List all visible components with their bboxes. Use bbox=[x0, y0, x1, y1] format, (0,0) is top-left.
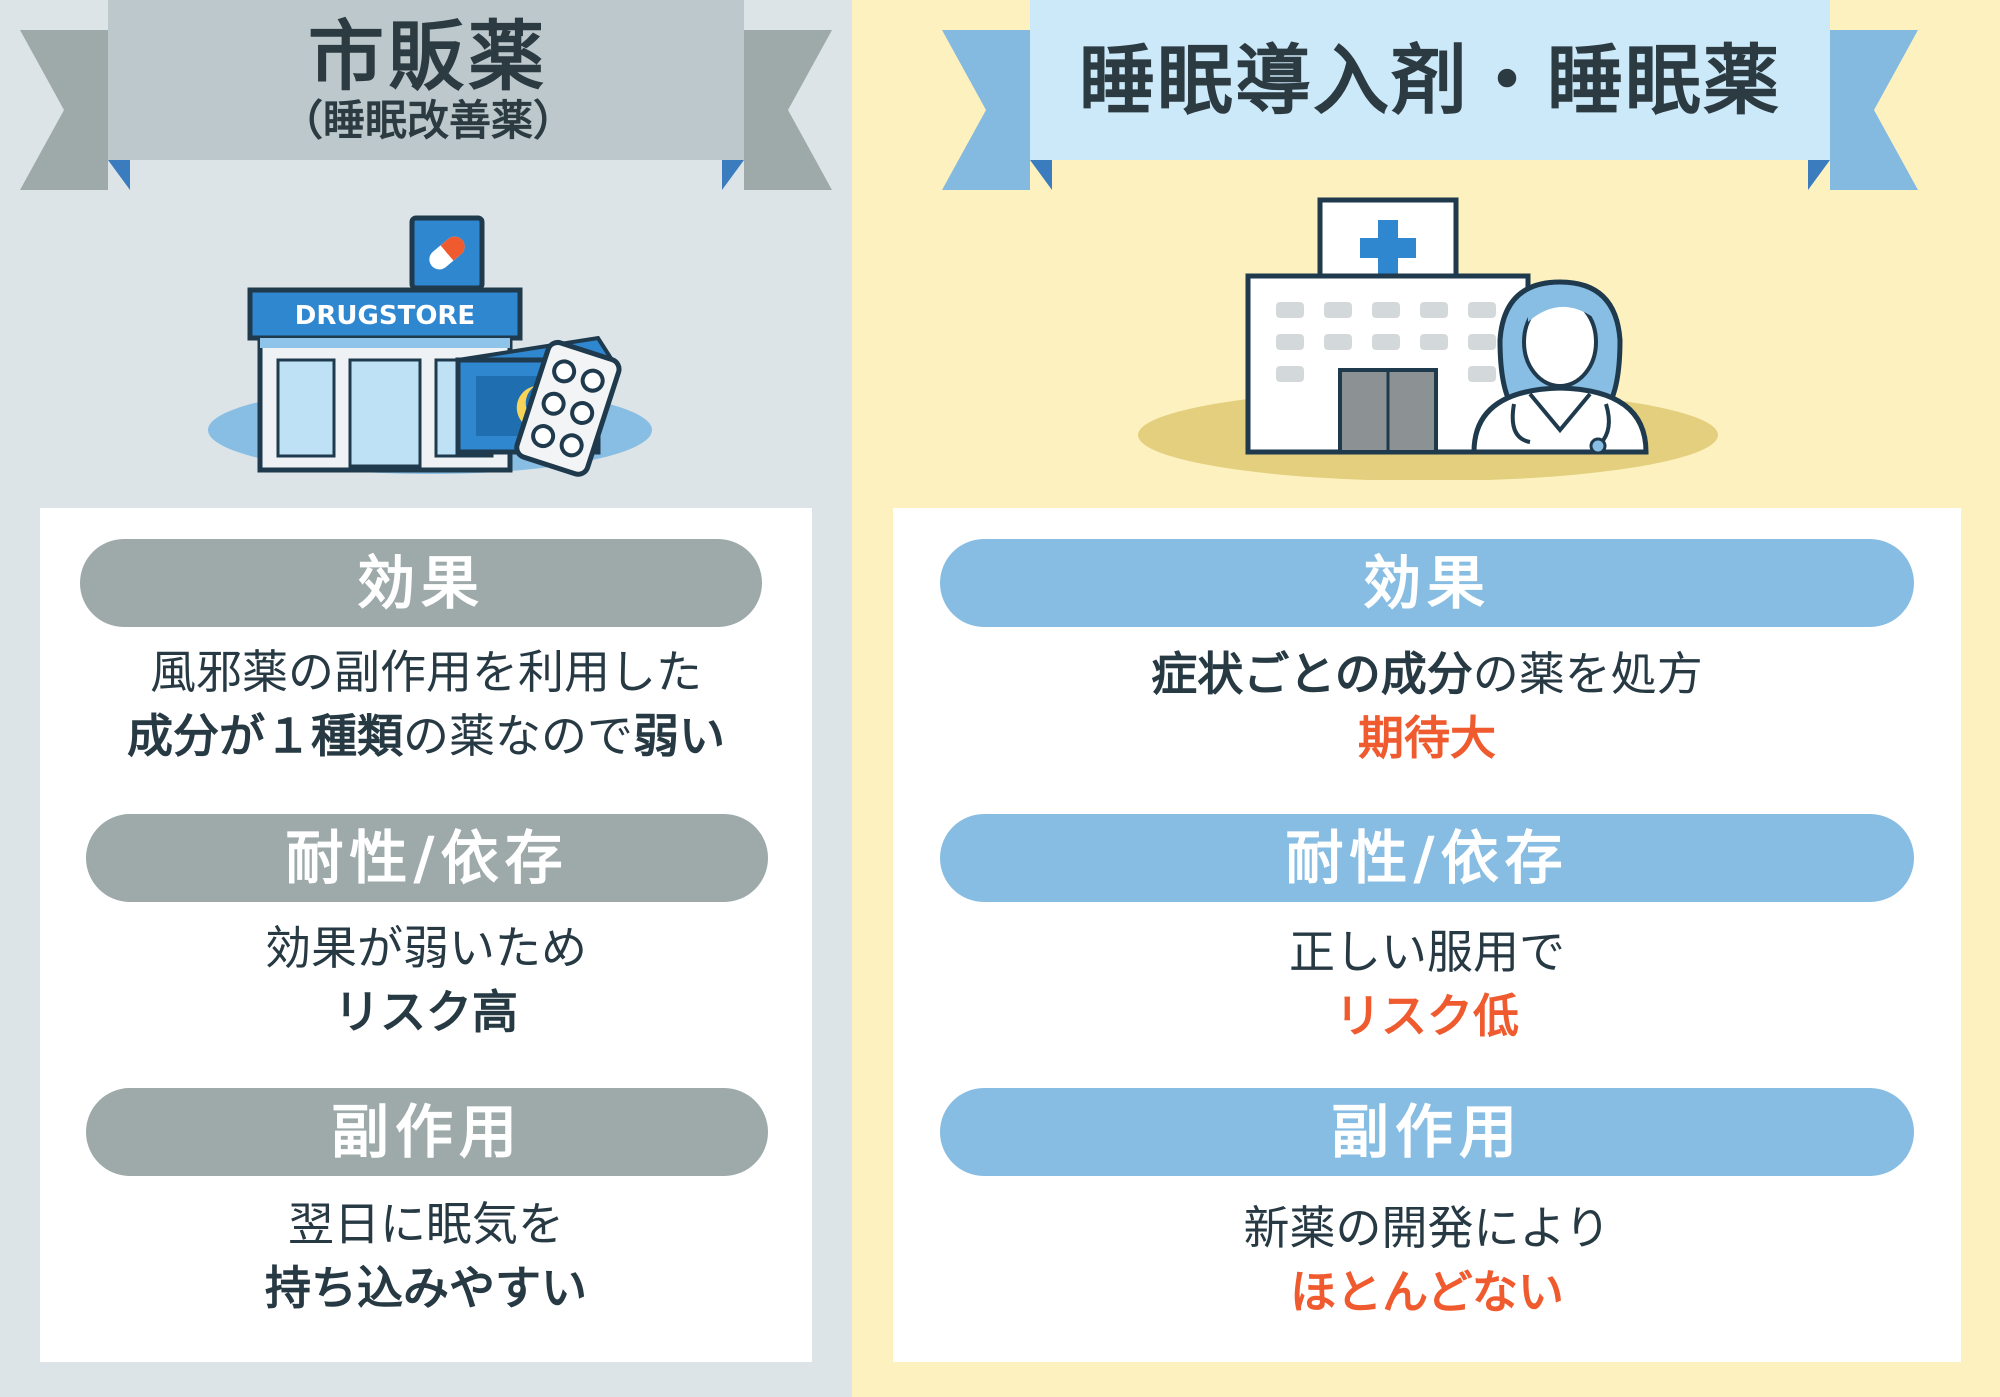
description-segment: の薬なので bbox=[403, 709, 633, 763]
left-tolerance-label: 耐性/依存 bbox=[86, 814, 768, 902]
description-segment: 正しい服用で bbox=[1289, 925, 1565, 979]
ribbon-tail-left bbox=[942, 30, 1030, 190]
left-title-ribbon bbox=[20, 0, 832, 190]
left-subtitle: （睡眠改善薬） bbox=[280, 96, 575, 145]
description-segment: ほとんどない bbox=[1290, 1265, 1564, 1319]
left-tolerance-description: 効果が弱いため リスク高 bbox=[40, 916, 812, 1044]
right-effect-label: 効果 bbox=[940, 539, 1914, 627]
description-segment: リスク低 bbox=[1335, 989, 1519, 1043]
right-effect-description: 症状ごとの成分の薬を処方 期待大 bbox=[893, 642, 1961, 770]
description-segment: 持ち込みやすい bbox=[265, 1261, 587, 1315]
left-effect-description: 風邪薬の副作用を利用した 成分が１種類の薬なので弱い bbox=[40, 640, 812, 768]
description-segment: 症状ごとの成分 bbox=[1151, 647, 1473, 701]
description-segment: 翌日に眠気を bbox=[288, 1197, 564, 1251]
description-segment: 新薬の開発により bbox=[1243, 1201, 1611, 1255]
description-segment: 風邪薬の副作用を利用した bbox=[150, 645, 702, 699]
ribbon-tail-left bbox=[20, 30, 108, 190]
description-segment: 期待大 bbox=[1358, 711, 1496, 765]
left-side-effect-label: 副作用 bbox=[86, 1088, 768, 1176]
description-segment: 効果が弱いため bbox=[265, 921, 587, 975]
right-title-ribbon bbox=[942, 0, 1918, 190]
prescription-comparison-card bbox=[893, 508, 1961, 1362]
right-tolerance-description: 正しい服用で リスク低 bbox=[893, 920, 1961, 1048]
left-title: 市販薬 bbox=[308, 12, 548, 101]
description-segment: リスク高 bbox=[334, 985, 518, 1039]
ribbon-tail-right bbox=[744, 30, 832, 190]
left-side-effect-description: 翌日に眠気を 持ち込みやすい bbox=[40, 1192, 812, 1320]
left-effect-label: 効果 bbox=[80, 539, 762, 627]
description-segment: 弱い bbox=[633, 709, 725, 763]
hospital-with-doctor-icon bbox=[1138, 197, 1718, 480]
drugstore-with-sleep-medicine-icon: DRUGSTORE bbox=[208, 215, 652, 477]
right-tolerance-label: 耐性/依存 bbox=[940, 814, 1914, 902]
description-segment: 成分が１種類 bbox=[127, 709, 403, 763]
right-side-effect-label: 副作用 bbox=[940, 1088, 1914, 1176]
description-segment: の薬を処方 bbox=[1472, 647, 1703, 701]
ribbon-face bbox=[1030, 0, 1830, 160]
otc-comparison-card bbox=[40, 508, 812, 1362]
right-title: 睡眠導入剤・睡眠薬 bbox=[1079, 36, 1781, 125]
ribbon-face bbox=[108, 0, 744, 160]
store-sign-text: DRUGSTORE bbox=[295, 301, 475, 331]
right-side-effect-description: 新薬の開発により ほとんどない bbox=[893, 1196, 1961, 1324]
ribbon-tail-right bbox=[1830, 30, 1918, 190]
